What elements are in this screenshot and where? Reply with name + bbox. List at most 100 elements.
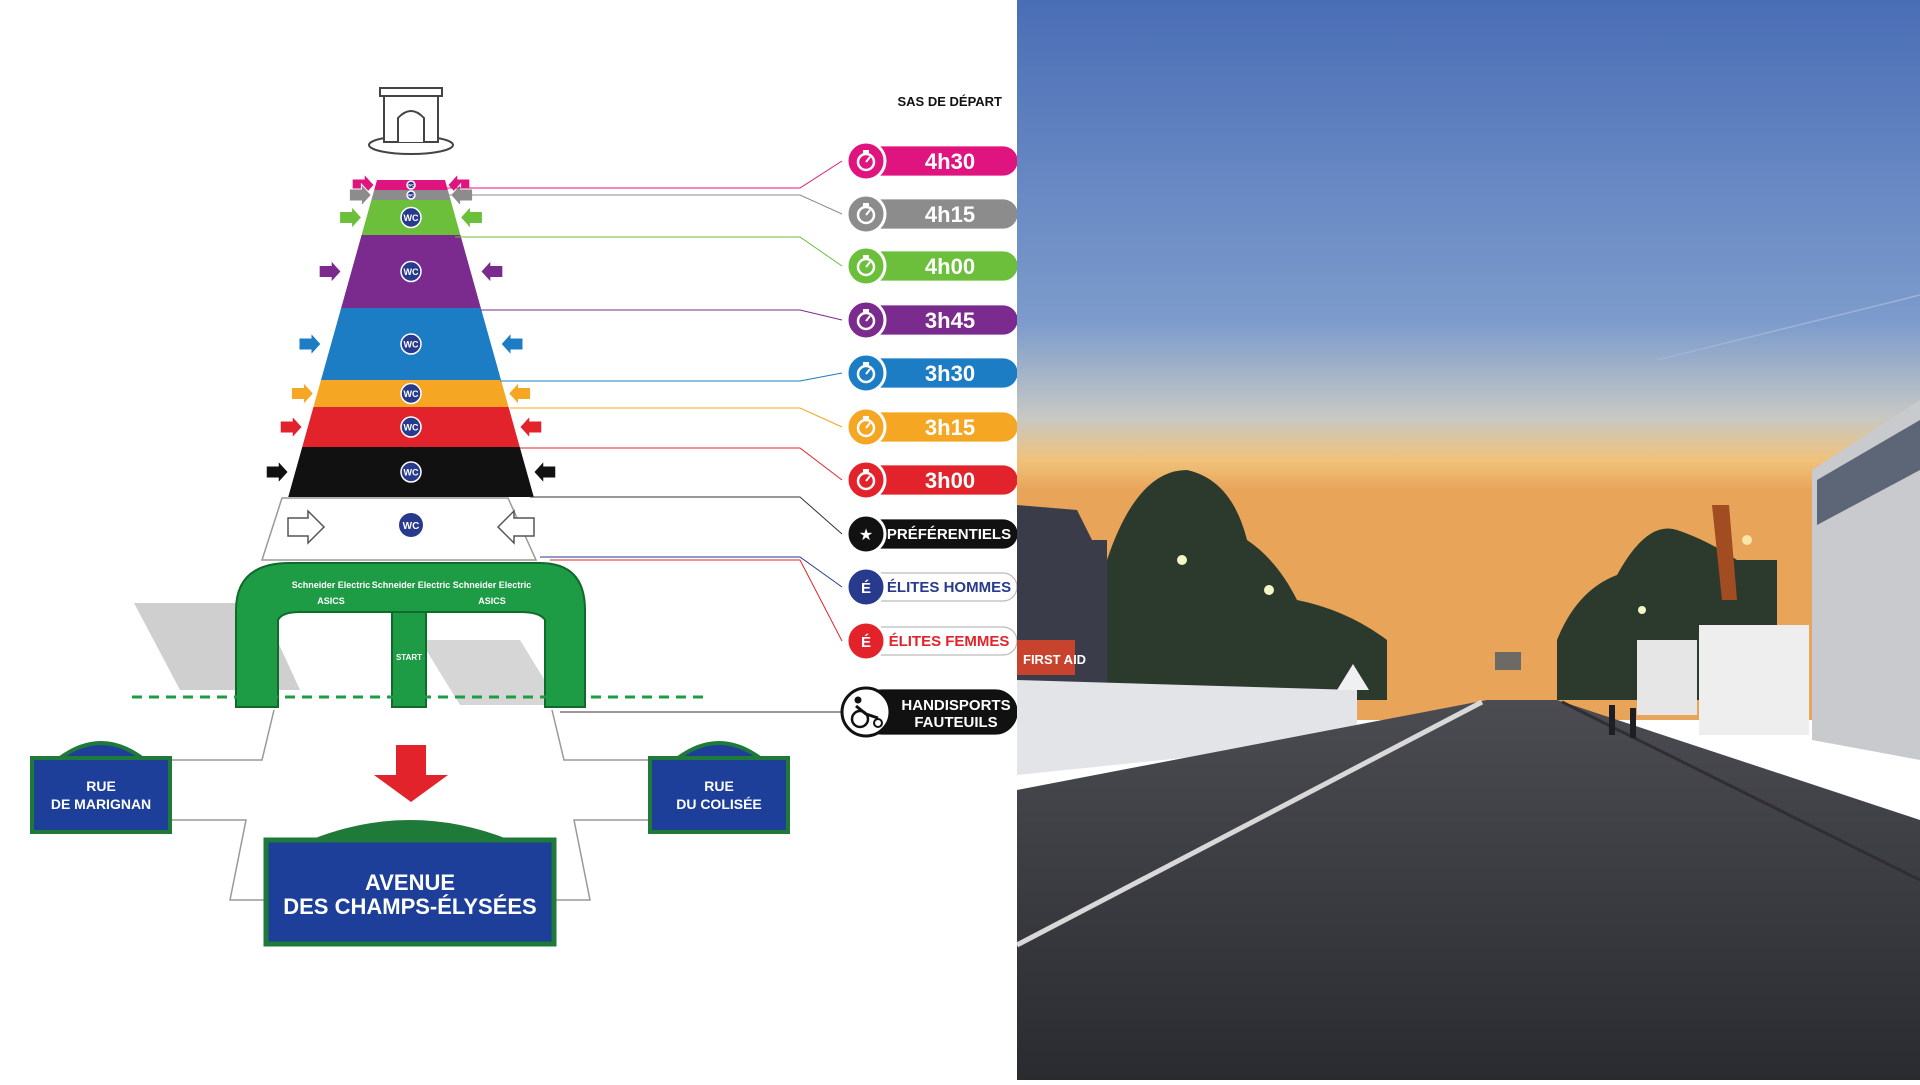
svg-text:WC: WC xyxy=(404,389,419,399)
pen-entry-arrow xyxy=(533,459,557,485)
svg-text:Schneider Electric: Schneider Electric xyxy=(372,580,451,590)
svg-text:WC: WC xyxy=(404,267,419,277)
wc-icon: WC xyxy=(400,416,422,438)
svg-text:★: ★ xyxy=(859,527,873,544)
wc-icon: WC xyxy=(400,206,422,229)
connector-line xyxy=(520,447,843,481)
street-sign-rue-du-colisee: RUE DU COLISÉE xyxy=(648,741,790,834)
entry-arrow-right xyxy=(496,509,535,545)
legend-label: PRÉFÉRENTIELS xyxy=(887,526,1011,543)
pen-entry-arrow xyxy=(298,331,322,357)
connector-line xyxy=(540,556,843,588)
stopwatch-icon xyxy=(845,406,887,448)
legend-label: 3h15 xyxy=(925,415,975,440)
stopwatch-icon xyxy=(845,245,887,287)
svg-text:ASICS: ASICS xyxy=(478,596,506,606)
legend-label: 3h00 xyxy=(925,468,975,493)
svg-text:Schneider Electric: Schneider Electric xyxy=(292,580,371,590)
pen-entry-arrow xyxy=(339,205,363,230)
pen-legend: 4h30 4h15 4h00 3h45 3h30 3h15 3h00 ★ PRÉFÉRENTIE… xyxy=(840,140,1018,738)
tents xyxy=(1017,680,1357,775)
svg-text:É: É xyxy=(861,634,871,651)
legend-row-1: 4h15 xyxy=(845,193,1018,235)
svg-text:RUE: RUE xyxy=(86,778,116,794)
legend-label: 3h30 xyxy=(925,361,975,386)
street-light xyxy=(1177,555,1187,565)
svg-text:É: É xyxy=(861,580,871,597)
legend-label: 4h15 xyxy=(925,202,975,227)
legend-row-5: 3h15 xyxy=(845,406,1018,448)
connector-line xyxy=(530,496,843,535)
path-right xyxy=(551,709,650,761)
truck xyxy=(1699,625,1809,735)
legend-row-2: 4h00 xyxy=(845,245,1018,287)
wc-icon: WC xyxy=(400,382,422,405)
connector-line xyxy=(500,372,843,382)
pen-entry-arrow xyxy=(265,459,289,485)
pen-entry-arrow xyxy=(480,259,504,284)
legend-label: 4h00 xyxy=(925,254,975,279)
legend-row-0: 4h30 xyxy=(845,140,1018,182)
person xyxy=(1609,705,1615,735)
legend-row-4: 3h30 xyxy=(845,352,1018,394)
connector-line xyxy=(550,559,843,642)
legend-label: FAUTEUILS xyxy=(914,714,997,731)
pen-entry-arrow xyxy=(318,259,342,284)
wheelchair-icon xyxy=(840,686,892,738)
wc-icon: WC xyxy=(400,260,422,283)
wc-icon: WC xyxy=(406,180,416,190)
svg-text:DE MARIGNAN: DE MARIGNAN xyxy=(51,796,151,812)
pen-entry-arrow xyxy=(519,414,543,440)
direction-arrow xyxy=(374,745,448,802)
lane-marking xyxy=(1017,699,1484,948)
connector-line xyxy=(510,407,843,428)
svg-text:Schneider Electric: Schneider Electric xyxy=(453,580,532,590)
svg-text:ASICS: ASICS xyxy=(317,596,345,606)
legend-label: ÉLITES FEMMES xyxy=(889,633,1010,650)
right-building-windows xyxy=(1817,420,1920,525)
street-sign-avenue-des-champs-elysees: AVENUE DES CHAMPS-ÉLYSÉES xyxy=(263,820,557,947)
street-light xyxy=(1264,585,1274,595)
photo-canvas: FIRST AID xyxy=(1017,0,1920,1080)
svg-text:WC: WC xyxy=(403,521,420,532)
left-trees xyxy=(1107,470,1387,700)
street-sign-rue-de-marignan: RUE DE MARIGNAN xyxy=(30,741,172,834)
pen-entry-arrow xyxy=(500,331,524,357)
wc-icon: WC xyxy=(400,333,422,355)
svg-text:WC: WC xyxy=(404,340,419,350)
distant-arc xyxy=(1495,652,1521,670)
legend-label: HANDISPORTS xyxy=(901,697,1010,714)
preferential-area xyxy=(260,497,538,561)
svg-text:WC: WC xyxy=(408,183,414,187)
path-left-lower xyxy=(170,819,266,901)
arc-de-triomphe-icon xyxy=(368,87,454,155)
champs-elysees-dawn-photo: FIRST AID xyxy=(1017,0,1920,1080)
road xyxy=(1017,700,1920,1080)
street-light xyxy=(1742,535,1752,545)
legend-row-8: É ÉLITES HOMMES xyxy=(845,566,1018,608)
legend-row-3: 3h45 xyxy=(845,299,1018,341)
legend-label: 4h30 xyxy=(925,149,975,174)
tent-peak xyxy=(1337,664,1369,690)
legend-header: SAS DE DÉPART xyxy=(898,94,1003,109)
legend-label: ÉLITES HOMMES xyxy=(887,579,1011,596)
wc-icon: WC xyxy=(399,513,423,537)
svg-text:RUE: RUE xyxy=(704,778,734,794)
entry-arrow-left xyxy=(287,509,326,545)
truck xyxy=(1637,640,1697,715)
path-right-lower xyxy=(554,819,650,901)
contrail xyxy=(1656,294,1920,361)
legend-row-7: ★ PRÉFÉRENTIELS xyxy=(845,513,1018,555)
arch-shadow-right xyxy=(420,640,560,705)
pen-entry-arrow xyxy=(290,381,315,406)
svg-text:WC: WC xyxy=(404,213,419,223)
stopwatch-icon xyxy=(845,193,887,235)
stopwatch-icon xyxy=(845,352,887,394)
pen-entry-arrow xyxy=(279,414,303,440)
pen-entry-arrow xyxy=(459,205,483,230)
